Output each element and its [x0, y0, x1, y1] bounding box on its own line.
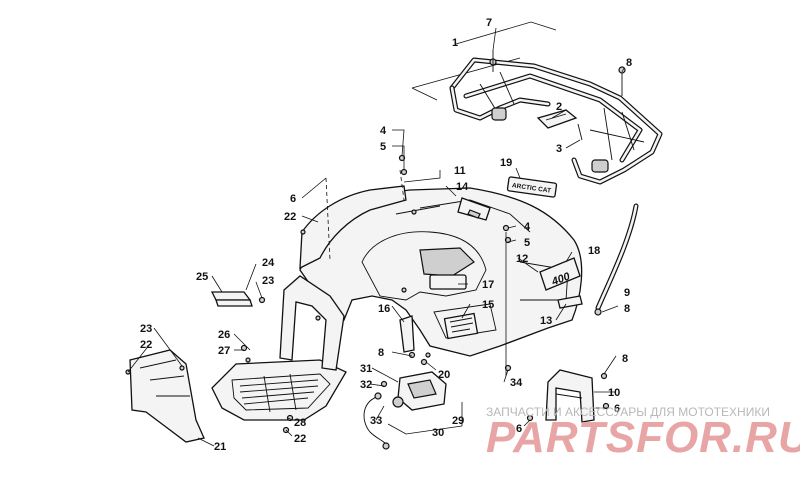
watermark-brand: PARTSFOR.RU [486, 413, 800, 462]
leader-lines [127, 27, 625, 447]
callout-4: 4 [380, 125, 387, 137]
callout-22: 22 [140, 339, 152, 351]
emblem-decal [457, 197, 491, 221]
callout-12: 12 [516, 253, 528, 265]
callout-8: 8 [378, 347, 384, 359]
callout-21: 21 [214, 441, 226, 453]
callout-22: 22 [294, 433, 306, 445]
callout-23: 23 [262, 275, 274, 287]
callout-1: 1 [452, 37, 458, 49]
callout-4: 4 [524, 221, 531, 233]
callout-8: 8 [626, 57, 632, 69]
splash-guard-21 [125, 349, 205, 443]
rear-fender [299, 187, 583, 358]
callout-22: 22 [284, 211, 296, 223]
taillight-assembly-30 [363, 371, 463, 450]
reflector-13 [557, 295, 583, 309]
callout-32: 32 [360, 379, 372, 391]
callout-27: 27 [218, 345, 230, 357]
bracket-16 [399, 315, 415, 353]
callout-34: 34 [510, 377, 523, 389]
callout-7: 7 [486, 17, 492, 29]
callout-25: 25 [196, 271, 208, 283]
callout-5: 5 [380, 141, 386, 153]
callout-5: 5 [524, 237, 530, 249]
name-decal-19: ARCTIC CAT [506, 176, 558, 198]
callout-17: 17 [482, 279, 494, 291]
callout-6: 6 [614, 403, 620, 415]
callout-13: 13 [540, 315, 552, 327]
callout-8: 8 [622, 353, 628, 365]
callout-15: 15 [482, 299, 494, 311]
grab-handle-9 [594, 203, 639, 316]
fender-left-flap [299, 169, 407, 270]
callout-18: 18 [588, 245, 600, 257]
callout-33: 33 [370, 415, 382, 427]
fasteners [240, 154, 610, 434]
callout-2: 2 [556, 101, 562, 113]
watermark-subtitle: ЗАПЧАСТИ И АКСЕССУАРЫ ДЛЯ МОТОТЕХНИКИ [486, 405, 770, 419]
callout-9: 9 [624, 287, 630, 299]
callout-31: 31 [360, 363, 372, 375]
callout-8: 8 [624, 303, 630, 315]
callout-26: 26 [218, 329, 230, 341]
callout-24: 24 [262, 257, 275, 269]
rear-rack [411, 21, 663, 185]
callout-14: 14 [456, 181, 469, 193]
callout-30: 30 [432, 427, 444, 439]
callout-10: 10 [608, 387, 620, 399]
warning-label-15 [443, 312, 479, 340]
callout-23: 23 [140, 323, 152, 335]
callout-20: 20 [438, 369, 450, 381]
callout-6: 6 [516, 423, 522, 435]
callout-6: 6 [290, 193, 296, 205]
hitch-bracket-10 [545, 369, 595, 423]
callout-3: 3 [556, 143, 562, 155]
watermark: ЗАПЧАСТИ И АКСЕССУАРЫ ДЛЯ МОТОТЕХНИКИ PA… [486, 405, 800, 462]
footwell-26 [211, 275, 347, 421]
callout-16: 16 [378, 303, 390, 315]
callout-28: 28 [294, 417, 306, 429]
footrest-bracket-25 [210, 291, 253, 307]
callout-19: 19 [500, 157, 512, 169]
callout-29: 29 [452, 415, 464, 427]
callout-11: 11 [454, 165, 466, 177]
callout-labels: 1 2 3 4 4 5 5 6 6 6 7 8 8 8 8 9 10 11 12… [140, 17, 632, 453]
